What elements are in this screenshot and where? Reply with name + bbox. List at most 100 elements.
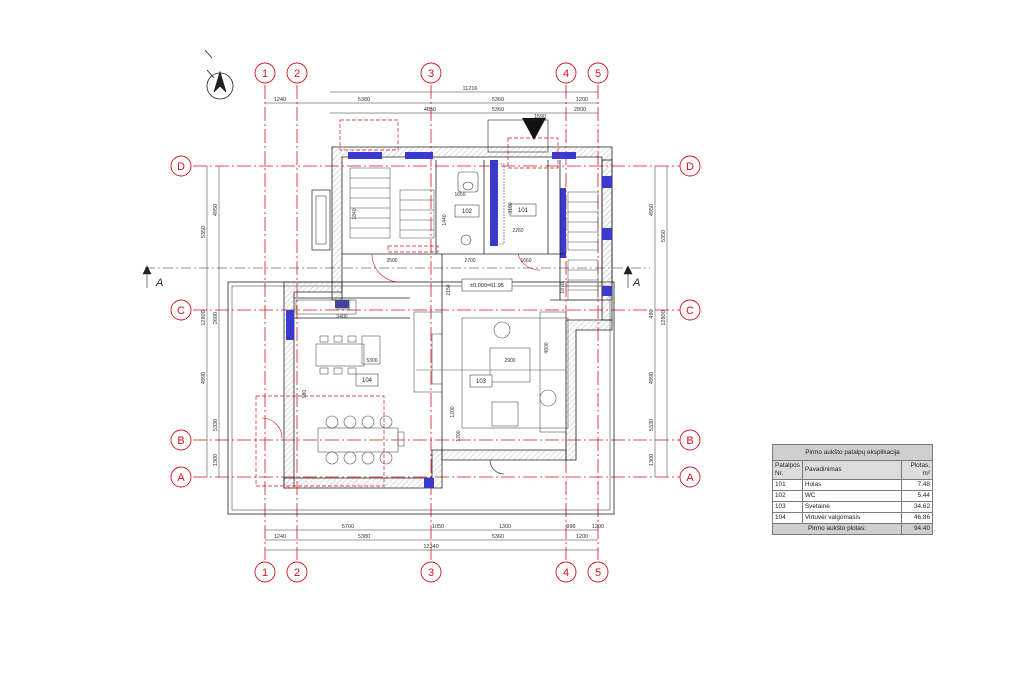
grid-label-left-D: D: [177, 161, 185, 173]
grid-label-bottom-5: 5: [595, 567, 601, 579]
dim-right: 1300: [649, 454, 655, 466]
room-area: 34.62: [901, 501, 933, 513]
section-label-right: A: [632, 277, 640, 289]
dim-interior: 3400: [336, 314, 347, 320]
dim-interior: 1660: [520, 258, 531, 264]
table-row: 103 Svetainė 34.62: [772, 501, 933, 513]
dim-interior: 1200: [456, 430, 462, 441]
grid-label-top-5: 5: [595, 68, 601, 80]
dim-interior: 2700: [464, 258, 475, 264]
living-furniture: [416, 311, 569, 433]
room-number-101: 101: [518, 208, 529, 214]
dim-left: 4990: [201, 372, 207, 384]
north-arrow-icon: [204, 49, 234, 100]
dim-interior: 1840: [352, 208, 358, 219]
grid-label-right-A: A: [686, 472, 694, 484]
grid-label-bottom-1: 1: [262, 567, 268, 579]
upper-floor-outlines: [255, 119, 559, 489]
dim-bottom: 5380: [358, 534, 370, 540]
dim-left: 1300: [213, 454, 219, 466]
dim-top: 5380: [358, 97, 370, 103]
dimension-texts: 11216 1240 5380 5360 1200 4850 5360 1590…: [274, 86, 604, 550]
dim-left: 4950: [213, 204, 219, 216]
dim-bottom: 1300: [499, 524, 511, 530]
door-swings: [261, 253, 541, 475]
dim-top: 5360: [492, 107, 504, 113]
grid-label-left-B: B: [177, 435, 184, 447]
dim-interior: 980: [302, 390, 308, 399]
dim-interior: 1440: [442, 214, 448, 225]
dim-top: 4850: [424, 107, 436, 113]
dim-right: 4950: [649, 204, 655, 216]
dim-interior: 2150: [446, 284, 452, 295]
section-line: [142, 265, 650, 288]
dim-left: 12800: [201, 310, 207, 325]
grid-label-right-B: B: [686, 435, 693, 447]
grid-label-right-C: C: [686, 305, 694, 317]
room-name: WC: [801, 490, 903, 502]
wc-fixtures: [457, 163, 505, 246]
dim-left: 5350: [201, 226, 207, 238]
dim-top: 1590: [534, 114, 546, 120]
terrace-outline: [227, 281, 615, 515]
dim-interior: 2900: [504, 358, 515, 364]
dim-right: 5350: [661, 230, 667, 242]
dim-bottom: 1200: [576, 534, 588, 540]
room-no: 104: [772, 512, 803, 524]
dim-top: 5360: [492, 97, 504, 103]
dim-bottom: 5700: [342, 524, 354, 530]
kitchen-furniture: [295, 299, 443, 465]
entrance-arrow-icon: [522, 118, 546, 140]
grid-label-top-2: 2: [294, 68, 300, 80]
dim-bottom: 1240: [274, 534, 286, 540]
dim-bottom: 12340: [423, 544, 438, 550]
room-no: 102: [772, 490, 803, 502]
dim-interior: 2260: [512, 228, 523, 234]
room-number-104: 104: [362, 378, 373, 384]
dim-right: 5330: [649, 419, 655, 431]
dim-bottom: 1050: [432, 524, 444, 530]
grid-label-top-4: 4: [563, 68, 569, 80]
grid-label-bottom-2: 2: [294, 567, 300, 579]
room-area: 5.44: [901, 490, 933, 502]
dim-top: 11216: [463, 86, 478, 92]
dim-bottom: 1200: [592, 524, 604, 530]
room-name: Holas: [801, 479, 903, 491]
stairs: [349, 167, 599, 301]
table-row: 104 Virtuvė/ valgomasis 46.86: [772, 512, 933, 524]
dim-interior: 1200: [450, 406, 456, 417]
room-area: 46.86: [901, 512, 933, 524]
dim-interior: 3500: [386, 258, 397, 264]
dim-interior: 5300: [366, 358, 377, 364]
floor-level-mark: ±0.000=61.95: [470, 283, 504, 289]
room-schedule-table: Pirmo aukšto patalpų eksplikacija Patalp…: [772, 444, 933, 535]
dim-right: 490: [649, 309, 655, 318]
dim-left: 5330: [213, 419, 219, 431]
grid-label-top-1: 1: [262, 68, 268, 80]
total-label: Pirmo aukšto plotas:: [772, 523, 902, 535]
table-header-no: Patalpos Nr.: [772, 460, 803, 480]
dim-top: 1240: [274, 97, 286, 103]
dimension-lines: [206, 91, 668, 551]
dim-right: 4990: [649, 372, 655, 384]
room-number-103: 103: [476, 379, 487, 385]
room-name: Svetainė: [801, 501, 903, 513]
table-row: 101 Holas 7.48: [772, 479, 933, 491]
grid-label-bottom-3: 3: [428, 567, 434, 579]
dim-top: 1200: [576, 97, 588, 103]
total-value: 94.40: [901, 523, 933, 535]
room-no: 103: [772, 501, 803, 513]
dim-interior: 3190: [508, 202, 514, 213]
room-area: 7.48: [901, 479, 933, 491]
room-no: 101: [772, 479, 803, 491]
table-row: 102 WC 5.44: [772, 490, 933, 502]
table-header-area: Plotas, m²: [901, 460, 933, 480]
interior-dimensions: 1650 1440 3190 2260 1840 3500 2700 1660 …: [302, 192, 566, 442]
grid-label-right-D: D: [686, 161, 694, 173]
dim-bottom: 996: [566, 524, 575, 530]
grid-label-left-C: C: [177, 305, 185, 317]
dim-interior: 1870: [560, 282, 566, 293]
dim-bottom: 5360: [492, 534, 504, 540]
dim-top: 2800: [574, 107, 586, 113]
